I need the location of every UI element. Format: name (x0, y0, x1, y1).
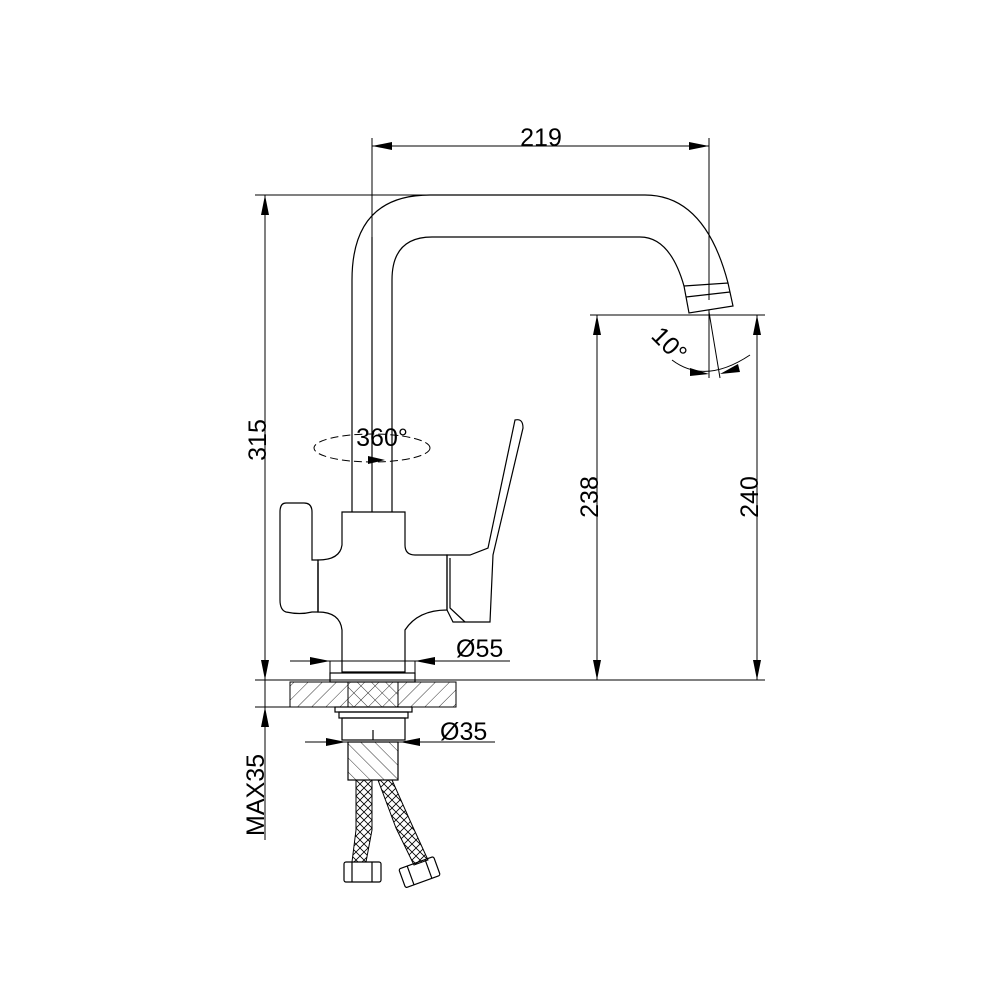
supply-hose-left (351, 779, 373, 863)
label-tilt-angle: 10° (646, 321, 693, 368)
filter-lever (279, 502, 319, 615)
label-shank-diameter: Ø35 (440, 718, 487, 746)
label-outlet-height-max: 240 (736, 476, 764, 518)
label-max-thickness: MAX35 (242, 754, 270, 836)
hose-nut-right (398, 856, 441, 888)
label-outlet-height: 238 (576, 476, 604, 518)
spout-nozzle (683, 282, 734, 314)
supply-hose-right (377, 779, 429, 866)
label-total-height: 315 (244, 419, 272, 461)
faucet-body (279, 194, 734, 888)
hose-nut-left (343, 861, 382, 883)
label-rotation: 360° (356, 424, 408, 452)
base-flange (329, 672, 416, 683)
shank (347, 741, 399, 781)
valve-body (317, 511, 448, 673)
dimension-lines (255, 138, 765, 840)
label-base-diameter: Ø55 (456, 635, 503, 663)
spout-inner (391, 236, 685, 512)
dimension-labels: 219 315 238 240 360° 10° Ø55 Ø35 MAX35 (242, 124, 764, 836)
label-spout-reach: 219 (520, 124, 562, 152)
mixer-handle (446, 419, 524, 623)
